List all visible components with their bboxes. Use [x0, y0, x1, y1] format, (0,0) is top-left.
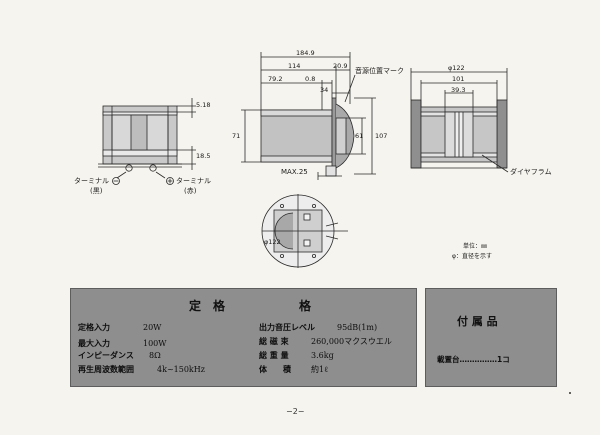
front-circle-drawing [261, 194, 348, 268]
terminal-plus-icon [149, 164, 157, 172]
spec-label-rated-input: 定格入力 [78, 323, 110, 332]
spec-value-weight: 3.6kg [311, 351, 334, 360]
spec-value-flux: 260,000マクスウエル [311, 337, 392, 346]
front-view-drawing [98, 98, 196, 170]
diameter-note: φ：直径を示す [452, 253, 492, 260]
dim-61: 61 [355, 132, 364, 140]
dim-107: 107 [375, 132, 388, 140]
sound-source-mark-label: 音源位置マーク [355, 67, 404, 75]
terminal-minus-color: (黒) [90, 187, 103, 195]
dim-horn: 20.9 [333, 62, 348, 70]
terminal-plus-color: (赤) [184, 187, 197, 195]
dim-rear-393: 39.3 [451, 86, 466, 94]
spec-label-volume: 体 積 [259, 365, 291, 374]
spec-label-impedance: インピーダンス [78, 351, 134, 360]
dim-overall: 184.9 [296, 49, 315, 57]
spec-title: 定 格 [189, 299, 226, 313]
unit-note: 単位：㎜ [463, 243, 488, 250]
spec-value-rated-input: 20W [143, 323, 162, 332]
spec-label-spl: 出力音圧レベル [259, 323, 315, 332]
dim-08: 0.8 [305, 75, 316, 83]
diaphragm-label: ダイヤフラム [510, 168, 552, 176]
terminal-minus-label: ターミナル [74, 177, 109, 185]
accessory-panel: 付 属 品 載置台……………1コ [425, 288, 557, 387]
accessory-item: 載置台……………1コ [437, 355, 510, 364]
dim-71: 71 [232, 132, 241, 140]
dim-rear-101: 101 [452, 75, 465, 83]
spec-value-frequency: 4k~150kHz [157, 365, 205, 374]
dim-79: 79.2 [268, 75, 283, 83]
page-mark [569, 392, 571, 394]
accessory-title: 付 属 品 [457, 315, 498, 328]
spec-panel: 定 格 格 定格入力 20W 最大入力 100W インピーダンス 8Ω 再生周波… [70, 288, 417, 387]
spec-label-max-input: 最大入力 [78, 339, 110, 348]
dim-front-d2: 18.5 [196, 152, 211, 160]
spec-label-frequency: 再生周波数範囲 [78, 365, 134, 374]
dim-front-d1: 5.18 [196, 101, 211, 109]
dim-34: 34 [320, 86, 329, 94]
side-view-drawing [260, 97, 355, 177]
spec-value-impedance: 8Ω [149, 351, 161, 360]
dim-front-diameter: φ122 [264, 238, 281, 246]
page-number: −2− [286, 407, 305, 416]
spec-title-2: 格 [299, 299, 312, 313]
dim-body: 114 [288, 62, 301, 70]
spec-label-weight: 総 重 量 [259, 351, 289, 360]
spec-value-max-input: 100W [143, 339, 167, 348]
rear-view-drawing [410, 99, 508, 169]
spec-label-flux: 総 磁 束 [259, 337, 289, 346]
terminal-plus-label: ターミナル [176, 177, 211, 185]
dim-rear-outer: φ122 [448, 64, 465, 72]
max-depth-label: MAX.25 [281, 168, 308, 176]
spec-value-volume: 約1ℓ [311, 365, 328, 374]
spec-value-spl: 95dB(1m) [337, 323, 378, 332]
terminal-minus-icon [125, 164, 133, 172]
